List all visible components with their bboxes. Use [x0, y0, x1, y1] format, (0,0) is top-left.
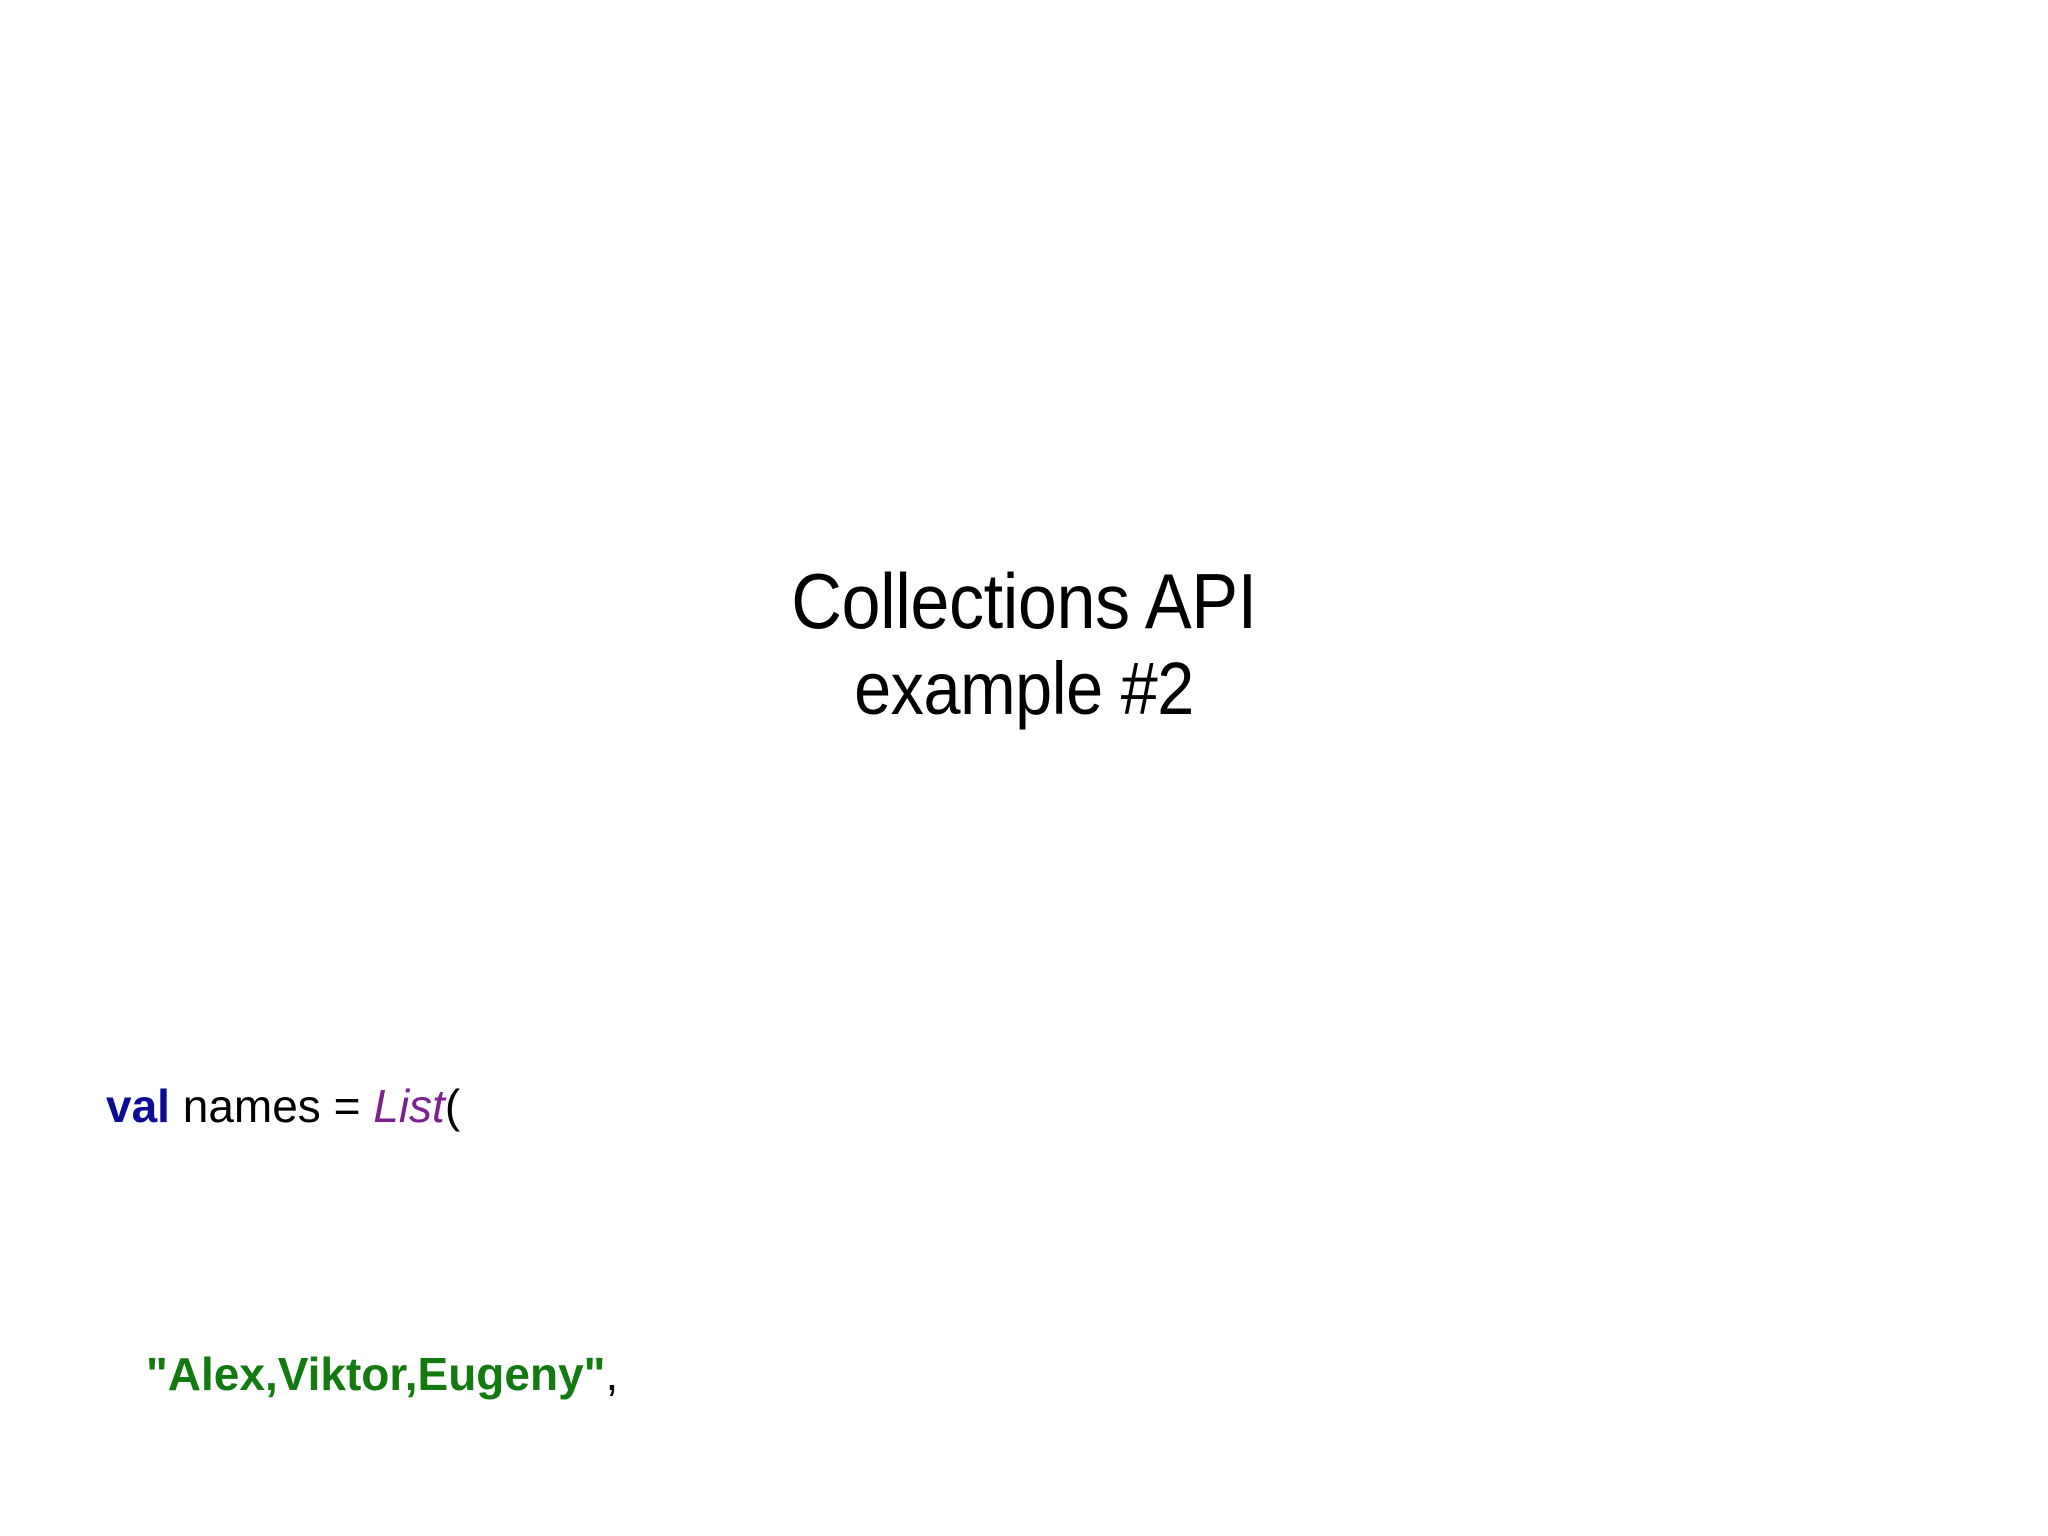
page-title: Collections API	[791, 557, 1257, 645]
identifier-names: names =	[182, 1080, 374, 1132]
code-space-1	[170, 1080, 183, 1132]
keyword-val-1: val	[106, 1080, 170, 1132]
type-list: List	[373, 1080, 445, 1132]
comma-separator-1: ,	[605, 1348, 619, 1400]
string-literal-1: "Alex,Viktor,Eugeny"	[146, 1348, 606, 1400]
slide-title-block: Collections API example #2	[0, 556, 2048, 732]
code-line-1: val names = List(	[106, 1073, 1606, 1140]
code-listing: val names = List( "Alex,Viktor,Eugeny", …	[106, 872, 1606, 1536]
open-paren-1: (	[444, 1080, 461, 1132]
page-subtitle: example #2	[854, 647, 1194, 730]
code-line-2: "Alex,Viktor,Eugeny",	[106, 1341, 1606, 1408]
